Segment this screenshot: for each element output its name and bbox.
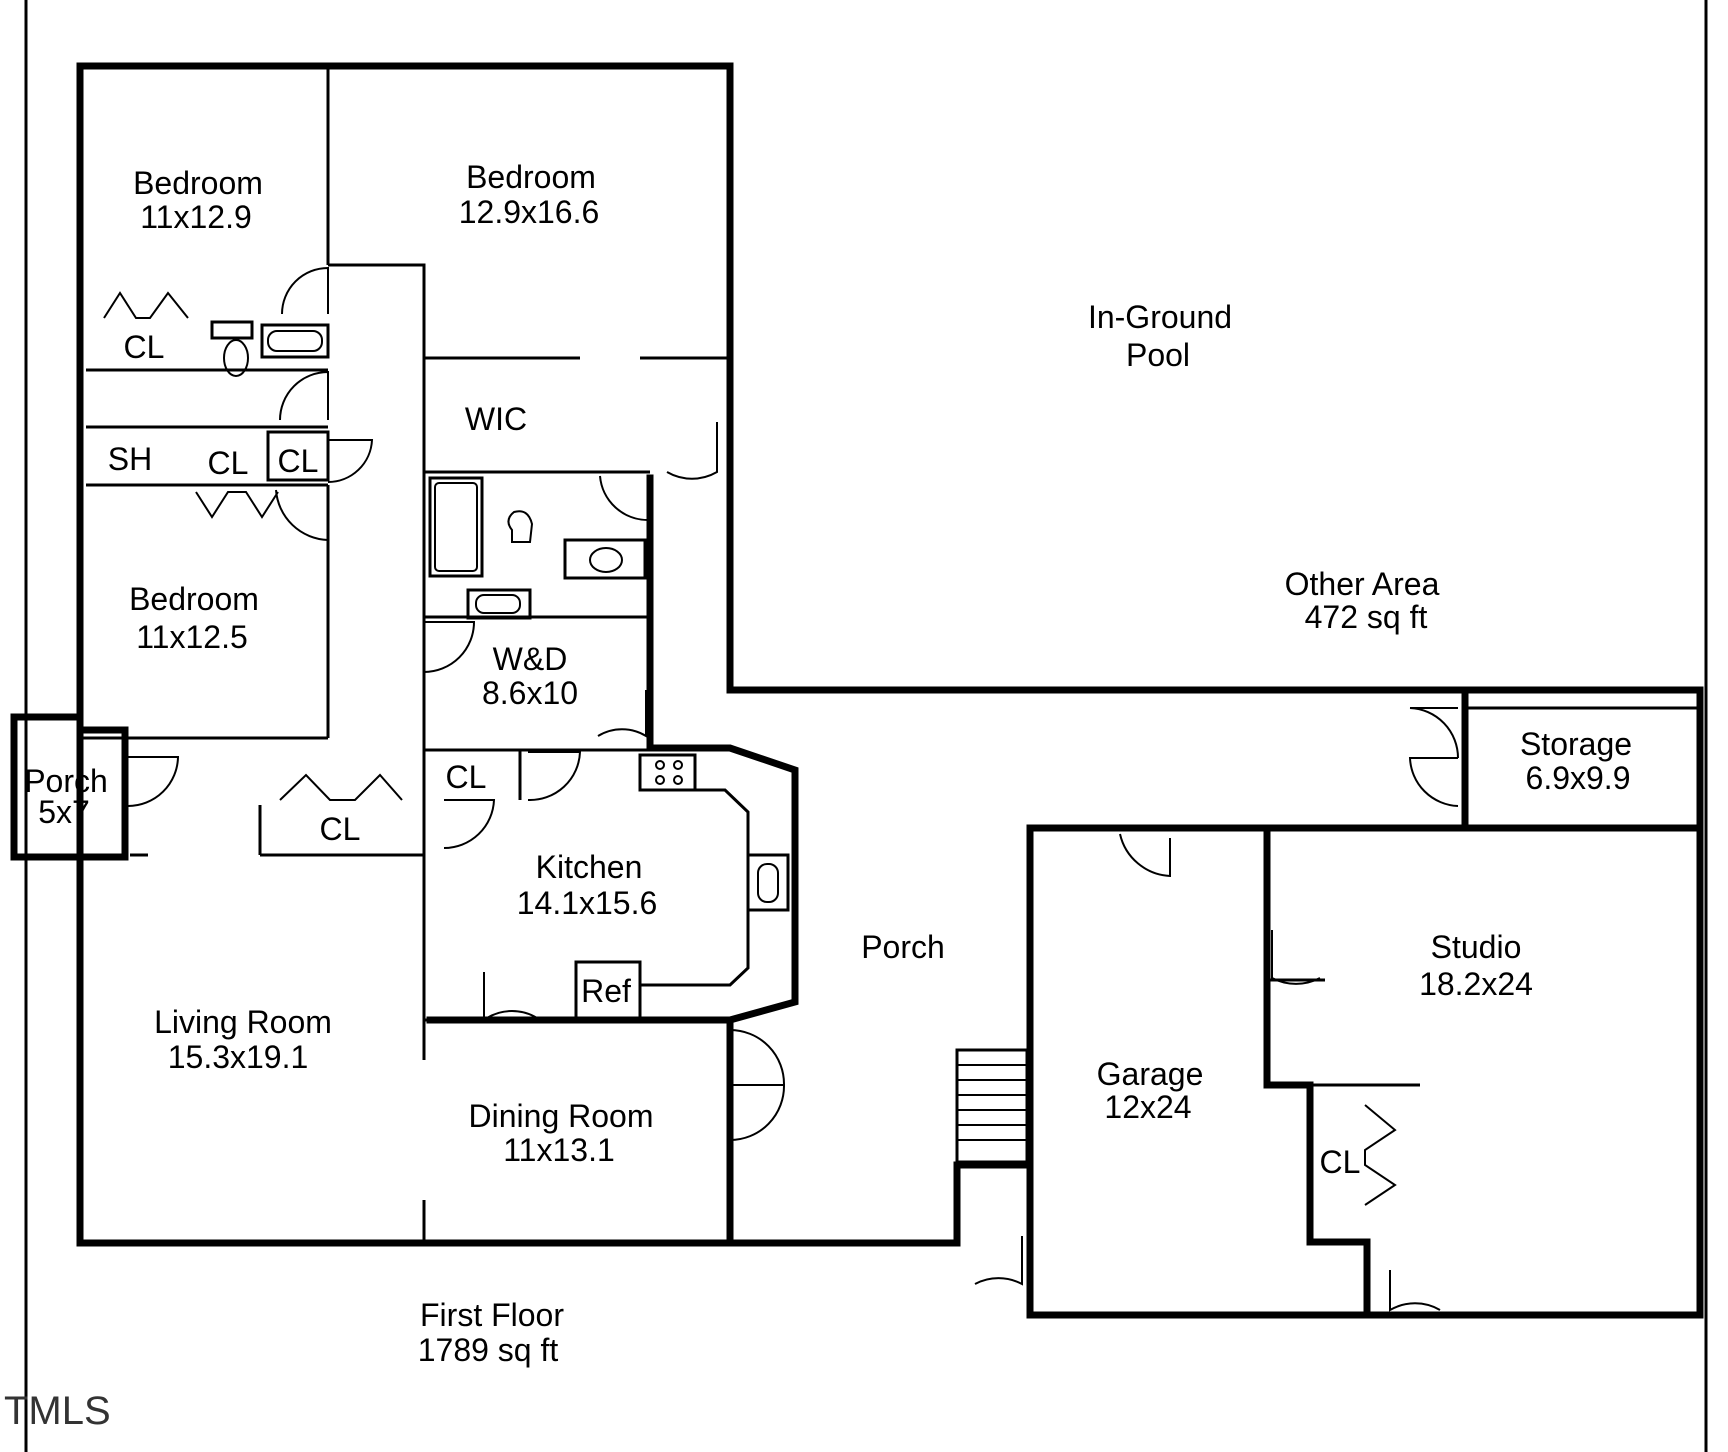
closet-label: CL [320, 811, 361, 847]
closet-label: CL [124, 329, 165, 365]
closet-label: CL [1320, 1144, 1361, 1180]
porch-small-name: Porch [24, 763, 108, 799]
studio-name: Studio [1431, 929, 1522, 965]
bath-fixtures [210, 320, 647, 620]
laundry-name: W&D [493, 641, 568, 677]
door-swings [127, 266, 1460, 1312]
kitchen-name: Kitchen [536, 849, 643, 885]
laundry-dim: 8.6x10 [482, 675, 578, 711]
floor-name: First Floor [420, 1297, 564, 1333]
pool-line2: Pool [1126, 337, 1190, 373]
pool-line1: In-Ground [1088, 299, 1232, 335]
garage-dim: 12x24 [1104, 1089, 1191, 1125]
bedroom-nw-dim: 11x12.9 [140, 199, 252, 235]
closet-label: CL [278, 443, 319, 479]
bedroom-n-dim: 12.9x16.6 [459, 194, 600, 230]
porch-main-name: Porch [861, 929, 945, 965]
storage-dim: 6.9x9.9 [1526, 760, 1631, 796]
page-border [24, 0, 1708, 1452]
bedroom-nw-name: Bedroom [133, 165, 263, 201]
refrigerator-label: Ref [581, 973, 631, 1009]
porch-small-dim: 5x7 [38, 794, 90, 830]
porch-steps [955, 1048, 1029, 1164]
bedroom-n-name: Bedroom [466, 159, 596, 195]
interior-walls [80, 66, 1700, 1243]
dining-room-name: Dining Room [469, 1098, 654, 1134]
closet-label: CL [446, 759, 487, 795]
shower-label: SH [108, 441, 152, 477]
garage-name: Garage [1097, 1056, 1204, 1092]
bedroom-w-name: Bedroom [129, 581, 259, 617]
watermark: TMLS [4, 1389, 111, 1433]
kitchen-dim: 14.1x15.6 [517, 885, 658, 921]
storage-name: Storage [1520, 726, 1632, 762]
closet-label: CL [208, 445, 249, 481]
exterior-walls [10, 62, 1704, 1319]
dining-room-dim: 11x13.1 [503, 1132, 615, 1168]
other-area-name: Other Area [1285, 566, 1440, 602]
living-room-dim: 15.3x19.1 [168, 1039, 309, 1075]
closet-doors [103, 291, 1397, 1206]
studio-dim: 18.2x24 [1419, 966, 1533, 1002]
wic-label: WIC [465, 401, 527, 437]
other-area-size: 472 sq ft [1305, 599, 1428, 635]
floor-area: 1789 sq ft [418, 1332, 559, 1368]
kitchen-counter [574, 753, 790, 1022]
bedroom-w-dim: 11x12.5 [136, 619, 248, 655]
living-room-name: Living Room [154, 1004, 332, 1040]
